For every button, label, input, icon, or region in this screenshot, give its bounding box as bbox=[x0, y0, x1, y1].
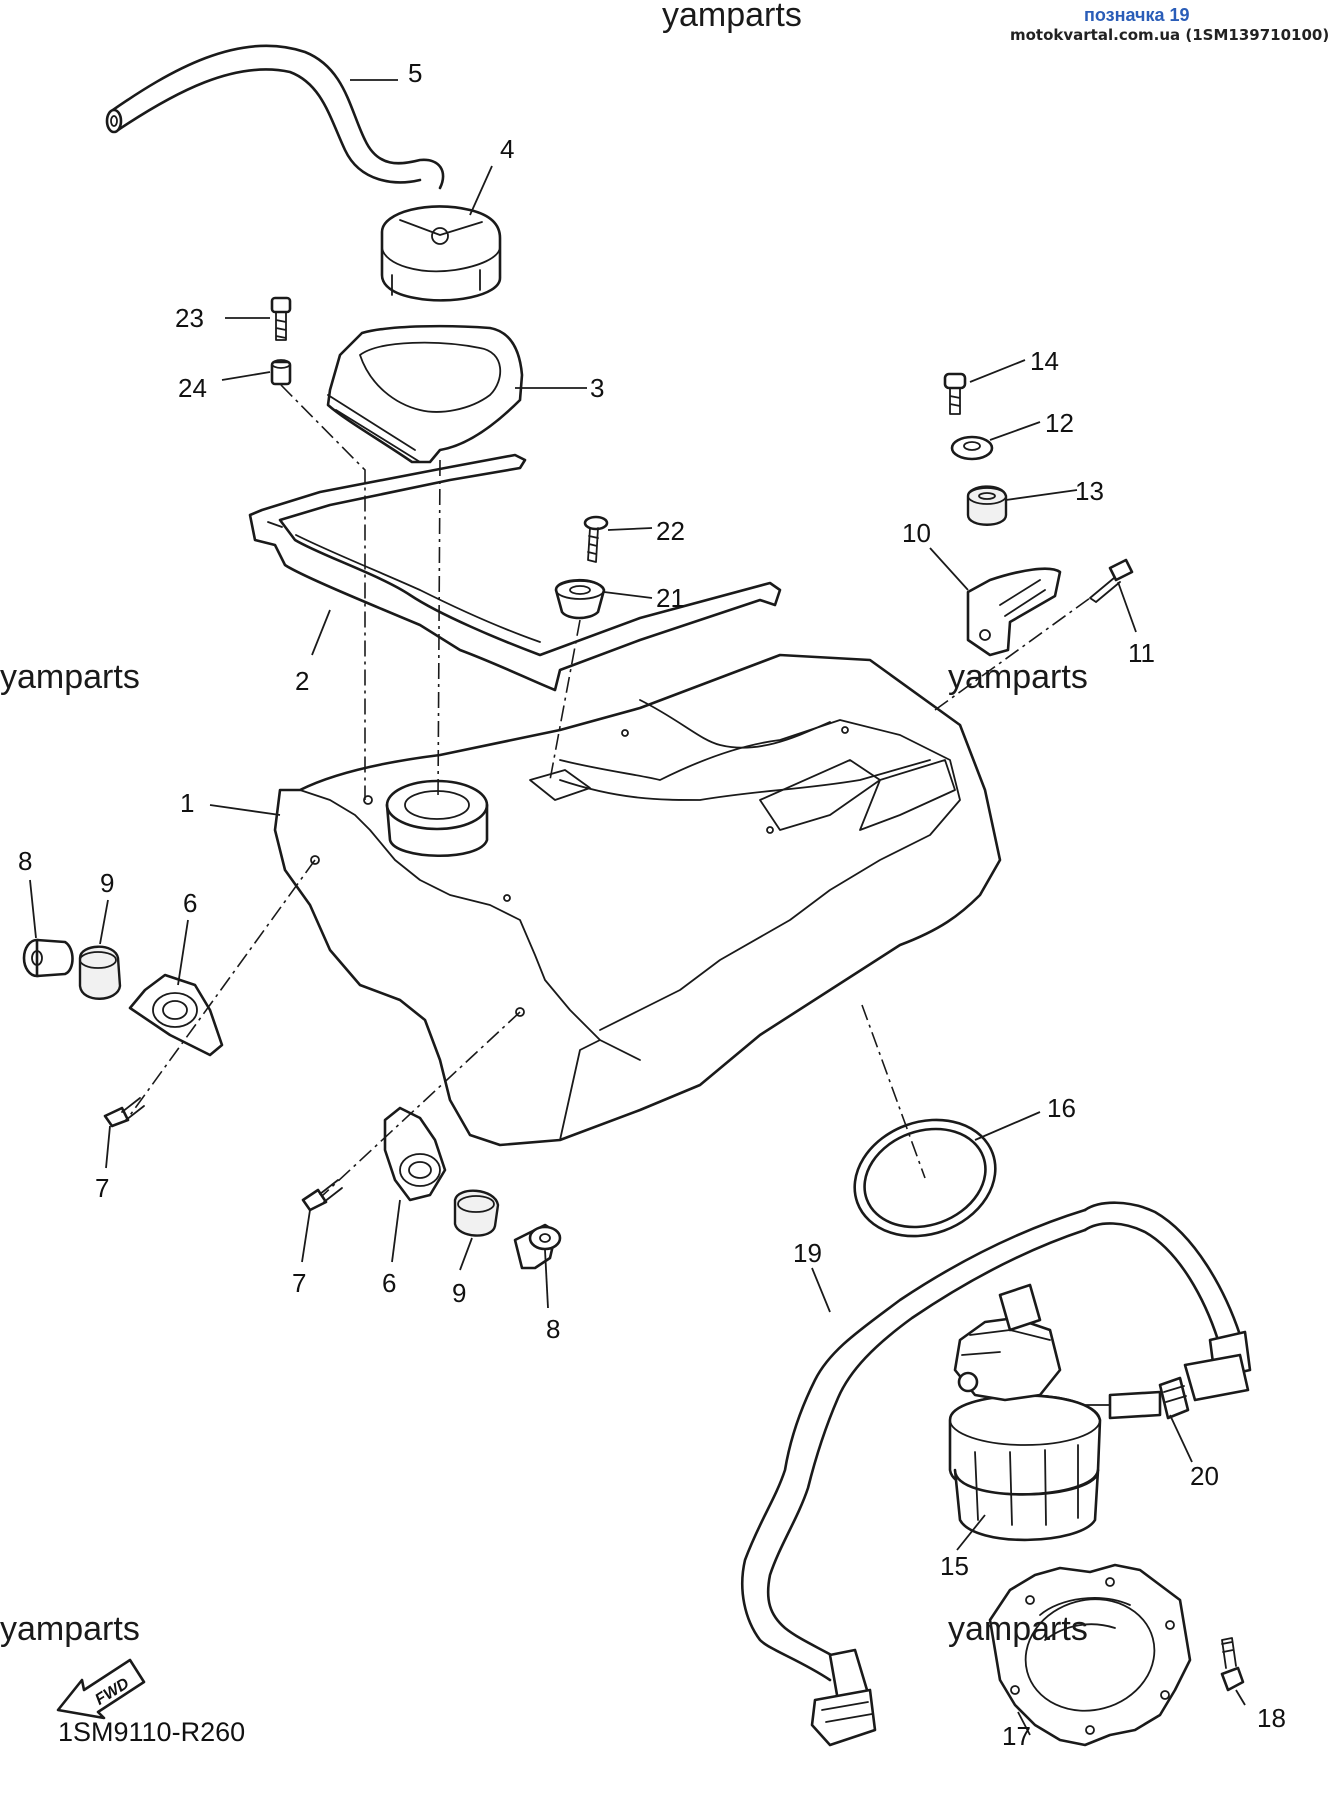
bolt-7-left bbox=[103, 1097, 145, 1128]
collar-8-right bbox=[513, 1223, 562, 1270]
callout-6: 6 bbox=[382, 1268, 396, 1298]
callout-2: 2 bbox=[295, 666, 309, 696]
bracket-10 bbox=[966, 567, 1062, 657]
tank-guard bbox=[248, 453, 782, 692]
callout-10: 10 bbox=[902, 518, 931, 548]
watermark: yamparts bbox=[662, 0, 802, 34]
callout-7: 7 bbox=[95, 1173, 109, 1203]
callout-15: 15 bbox=[940, 1551, 969, 1581]
callout-8: 8 bbox=[546, 1314, 560, 1344]
pump-gasket bbox=[988, 1563, 1192, 1747]
damper-9-left bbox=[78, 945, 122, 1000]
callout-11: 11 bbox=[1128, 638, 1155, 668]
alignment-line bbox=[321, 1011, 521, 1197]
reference-label: позначка 19 bbox=[1084, 5, 1190, 25]
callout-13: 13 bbox=[1075, 476, 1104, 506]
watermark: yamparts bbox=[0, 1610, 140, 1648]
alignment-line bbox=[861, 1004, 926, 1179]
collar-12 bbox=[950, 435, 994, 461]
bolt-18 bbox=[1220, 1637, 1245, 1692]
alignment-line bbox=[437, 459, 441, 801]
source-label: motokvartal.com.ua (1SM139710100) bbox=[1010, 26, 1329, 44]
callout-5: 5 bbox=[408, 58, 422, 88]
callout-7: 7 bbox=[292, 1268, 306, 1298]
callout-16: 16 bbox=[1047, 1093, 1076, 1123]
bracket-6-right bbox=[383, 1106, 447, 1202]
callout-18: 18 bbox=[1257, 1703, 1286, 1733]
callout-22: 22 bbox=[656, 516, 685, 546]
callout-9: 9 bbox=[100, 868, 114, 898]
breather-hose bbox=[105, 44, 445, 190]
callout-17: 17 bbox=[1002, 1721, 1031, 1751]
callout-21: 21 bbox=[656, 583, 685, 613]
alignment-line bbox=[934, 597, 1091, 711]
bracket-6-left bbox=[128, 973, 224, 1057]
callout-24: 24 bbox=[178, 373, 207, 403]
screw-22 bbox=[583, 515, 609, 563]
damper-9-right bbox=[453, 1189, 500, 1237]
callout-3: 3 bbox=[590, 373, 604, 403]
watermark: yamparts bbox=[0, 658, 140, 696]
damper-13 bbox=[966, 485, 1008, 526]
collar-24 bbox=[270, 359, 292, 386]
diagram-code: 1SM9110-R260 bbox=[58, 1717, 246, 1747]
alignment-line bbox=[280, 384, 366, 800]
fwd-arrow-icon: FWD bbox=[56, 1658, 146, 1720]
callout-14: 14 bbox=[1030, 346, 1059, 376]
callout-6: 6 bbox=[183, 888, 197, 918]
hose-clamp bbox=[1158, 1376, 1190, 1420]
callout-12: 12 bbox=[1045, 408, 1074, 438]
callout-4: 4 bbox=[500, 134, 514, 164]
cap-bracket bbox=[326, 324, 524, 464]
grommet-21 bbox=[554, 578, 606, 620]
leader-lines bbox=[29, 79, 1246, 1736]
collar-8-left bbox=[22, 938, 74, 978]
callout-19: 19 bbox=[793, 1238, 822, 1268]
callout-1: 1 bbox=[180, 788, 194, 818]
bolt-7-right bbox=[301, 1179, 343, 1212]
fuel-hose bbox=[741, 1201, 1252, 1747]
watermark: yamparts bbox=[948, 658, 1088, 696]
alignment-line bbox=[549, 619, 581, 781]
bolt-14 bbox=[943, 372, 967, 415]
fuel-cap bbox=[380, 205, 502, 302]
callout-9: 9 bbox=[452, 1278, 466, 1308]
fuel-pump bbox=[948, 1283, 1162, 1542]
callout-20: 20 bbox=[1190, 1461, 1219, 1491]
callout-8: 8 bbox=[18, 846, 32, 876]
alignment-line bbox=[127, 859, 316, 1119]
bolt-23 bbox=[270, 296, 292, 341]
fuel-tank bbox=[273, 653, 1002, 1147]
bolt-11 bbox=[1089, 558, 1134, 603]
callout-23: 23 bbox=[175, 303, 204, 333]
